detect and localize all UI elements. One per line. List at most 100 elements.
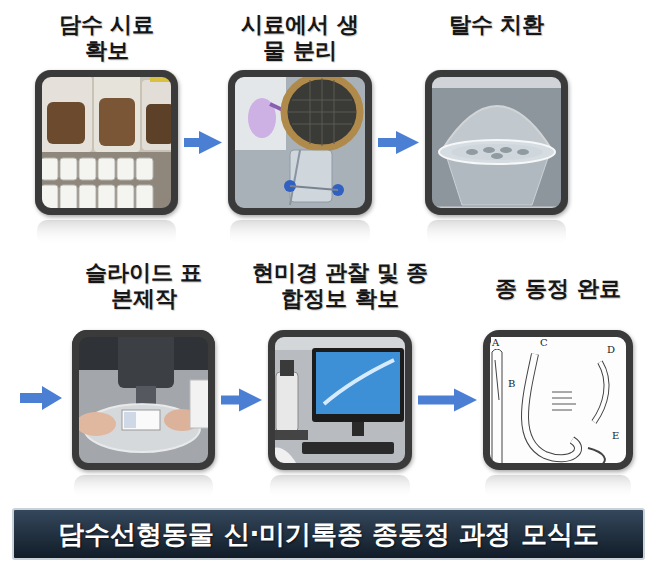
step-node: 탈수 치환 bbox=[425, 12, 568, 215]
desiccator-photo-part-part bbox=[517, 149, 529, 155]
desiccator-photo-part bbox=[439, 140, 555, 164]
panel-letter: B bbox=[507, 378, 516, 390]
reflections-part bbox=[74, 475, 213, 499]
nematode-drawing-part bbox=[525, 354, 578, 458]
slide-photo-part bbox=[118, 330, 174, 388]
sample-photo-part bbox=[40, 76, 92, 152]
microscope-photo-part bbox=[316, 352, 400, 414]
sieve-photo-part bbox=[288, 78, 356, 146]
desiccator-photo-part bbox=[425, 70, 568, 215]
nematode-drawing-part bbox=[492, 349, 502, 468]
continuation-arrow bbox=[20, 386, 62, 410]
sieve-photo-part bbox=[228, 70, 286, 150]
sample-photo-part bbox=[41, 158, 153, 211]
nematode-drawing-part-part bbox=[495, 360, 499, 400]
photo-frame bbox=[268, 330, 412, 470]
sample-photo bbox=[35, 70, 178, 215]
nematode-drawing-part-part bbox=[552, 410, 572, 411]
desiccator-photo-part-part bbox=[466, 149, 478, 155]
panel-letter: C bbox=[539, 337, 549, 349]
desiccator-photo-part bbox=[451, 144, 543, 160]
reflections-part bbox=[485, 475, 631, 499]
step-heading: 담수 시료 확보 bbox=[47, 12, 167, 65]
sieve-photo-part-part bbox=[322, 78, 323, 146]
microscope-photo-part bbox=[302, 442, 394, 454]
reflections-part bbox=[37, 220, 176, 246]
slide-photo-part bbox=[136, 386, 156, 404]
flow-arrow bbox=[378, 138, 405, 147]
nematode-drawing-part-part bbox=[492, 349, 502, 352]
nematode-drawing-part bbox=[594, 362, 607, 422]
sieve-photo-part bbox=[290, 186, 338, 190]
nematode-drawing-part-part bbox=[552, 398, 572, 399]
nematode-drawing-part bbox=[483, 330, 633, 470]
step-node: 담수 시료 확보 bbox=[35, 12, 178, 215]
sieve-photo-part bbox=[290, 150, 300, 205]
panel-letter: A bbox=[491, 337, 500, 349]
desiccator-photo-part-part bbox=[500, 147, 512, 153]
photo-frame bbox=[228, 70, 372, 215]
sample-photo-part-part bbox=[79, 158, 96, 180]
sieve-photo-part bbox=[290, 150, 332, 202]
sample-photo-part-part bbox=[98, 185, 115, 211]
slide-photo-part bbox=[122, 410, 160, 430]
sieve-photo-part-part bbox=[334, 80, 335, 144]
nematode-drawing-part-part bbox=[552, 404, 576, 405]
step-heading: 슬라이드 표본제작 bbox=[84, 260, 204, 313]
sample-photo-part-part bbox=[41, 185, 58, 211]
flow-arrow bbox=[221, 396, 248, 405]
slide-photo-part bbox=[72, 330, 215, 470]
sieve-photo-part-part bbox=[310, 80, 311, 144]
sample-photo-part bbox=[94, 72, 140, 152]
sample-photo-part bbox=[35, 152, 178, 215]
step-node: 현미경 관찰 및 종합정보 확보 bbox=[268, 260, 412, 470]
microscope-photo-part bbox=[272, 430, 308, 440]
flow-arrow bbox=[184, 138, 208, 147]
microscope-photo-part bbox=[276, 372, 298, 432]
desiccator-photo-part bbox=[466, 147, 529, 159]
sample-photo-part-part bbox=[98, 158, 115, 180]
caption-text: 담수선형동물 신·미기록종 종동정 과정 모식도 bbox=[58, 517, 598, 552]
sample-photo-part-part bbox=[41, 158, 58, 180]
sample-photo-part-part bbox=[117, 158, 134, 180]
desiccator-photo-part-part bbox=[491, 153, 503, 159]
sample-photo-part bbox=[47, 102, 85, 144]
step-node: 슬라이드 표본제작 bbox=[72, 260, 215, 470]
nematode-drawing-part-part bbox=[502, 352, 503, 468]
sample-photo-part-part bbox=[60, 185, 77, 211]
flow-arrow bbox=[418, 396, 463, 405]
step-heading: 탈수 치환 bbox=[427, 12, 567, 38]
reflections-part bbox=[230, 220, 370, 246]
sample-photo-part-part bbox=[136, 158, 153, 180]
slide-photo-part bbox=[76, 412, 116, 436]
sample-photo-part-part bbox=[79, 185, 96, 211]
sample-photo-part bbox=[146, 104, 174, 144]
microscope-photo-part bbox=[324, 360, 394, 404]
microscope-photo-part bbox=[280, 360, 294, 376]
sample-photo-part-part bbox=[136, 185, 153, 211]
nematode-drawing-part bbox=[552, 392, 576, 410]
nematode-drawing-part bbox=[525, 354, 578, 458]
photo-frame bbox=[72, 330, 215, 470]
microscope-photo-part bbox=[268, 330, 412, 470]
nematode-drawing-part-part bbox=[552, 392, 572, 393]
nematode-drawing-part-part bbox=[492, 352, 493, 468]
sieve-photo-part bbox=[284, 76, 360, 148]
panel-letter: E bbox=[611, 430, 620, 442]
nematode-drawing-part bbox=[594, 362, 607, 422]
reflections-part bbox=[427, 220, 566, 246]
slide-photo bbox=[72, 330, 215, 470]
photo-frame bbox=[425, 70, 568, 215]
microscope-photo-part bbox=[352, 422, 364, 436]
sample-photo-part-part bbox=[60, 158, 77, 180]
sample-photo-part bbox=[35, 70, 178, 215]
caption-banner: 담수선형동물 신·미기록종 종동정 과정 모식도 bbox=[12, 508, 645, 560]
desiccator-photo-part-part bbox=[483, 147, 495, 153]
sieve-photo bbox=[228, 70, 372, 215]
step-heading: 종 동정 완료 bbox=[473, 276, 643, 302]
slide-photo-part bbox=[124, 412, 136, 428]
microscope-photo-part bbox=[312, 348, 404, 422]
